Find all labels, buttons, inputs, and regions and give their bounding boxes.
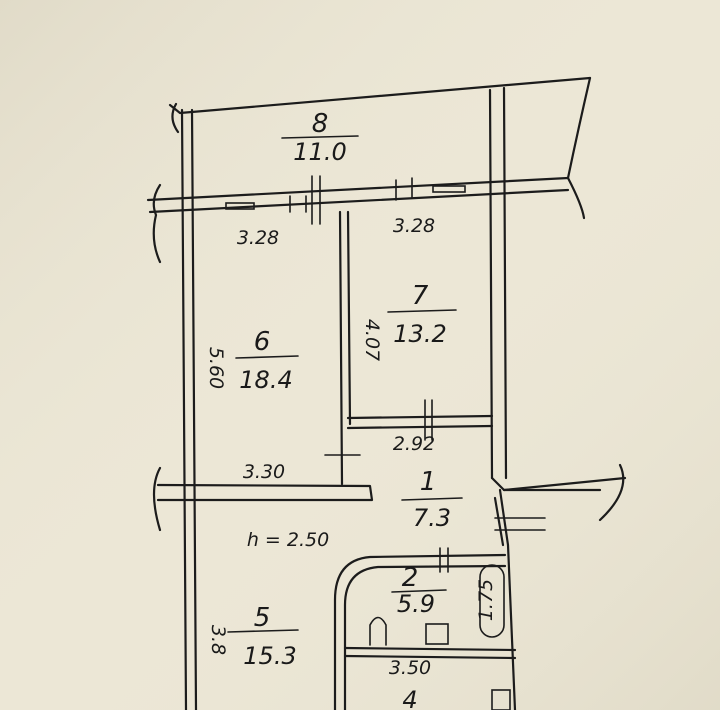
balcony-walls (146, 76, 592, 264)
area-underlines (227, 135, 463, 633)
room-5-number: 5 (254, 603, 271, 633)
dim-room5-depth: 3.8 (207, 625, 229, 655)
room-7-area: 13.2 (393, 320, 446, 348)
dimension-labels: 3.28 3.28 3.30 5.60 4.07 2.92 3.50 1.75 … (205, 215, 497, 679)
room-6-number: 6 (254, 327, 271, 357)
room-1-number: 1 (420, 467, 437, 497)
dim-balcony-right: 3.28 (393, 215, 435, 237)
dim-balcony-left: 3.28 (237, 227, 279, 249)
interior-walls (152, 210, 546, 710)
room-labels: 8 11.0 7 13.2 6 18.4 1 7.3 2 5.9 5 15.3 … (239, 109, 451, 710)
dim-bath-width: 3.50 (389, 657, 431, 679)
room-2-area: 5.9 (397, 590, 435, 618)
room-5-area: 15.3 (243, 642, 296, 670)
dim-bath-side: 1.75 (475, 579, 497, 621)
room-4-number: 4 (402, 686, 417, 710)
room-2-number: 2 (402, 563, 419, 593)
ceiling-height: h = 2.50 (247, 529, 329, 551)
dim-corridor-width: 2.92 (393, 433, 435, 455)
room-6-area: 18.4 (239, 366, 292, 394)
room-8-number: 8 (312, 109, 329, 139)
dim-room6-depth: 5.60 (205, 347, 227, 389)
outer-walls (180, 86, 627, 710)
room-7-number: 7 (412, 281, 429, 311)
room-1-area: 7.3 (413, 504, 451, 532)
dim-room7-depth: 4.07 (361, 319, 383, 361)
room-8-area: 11.0 (293, 138, 346, 166)
dim-room6-width: 3.30 (243, 461, 285, 483)
